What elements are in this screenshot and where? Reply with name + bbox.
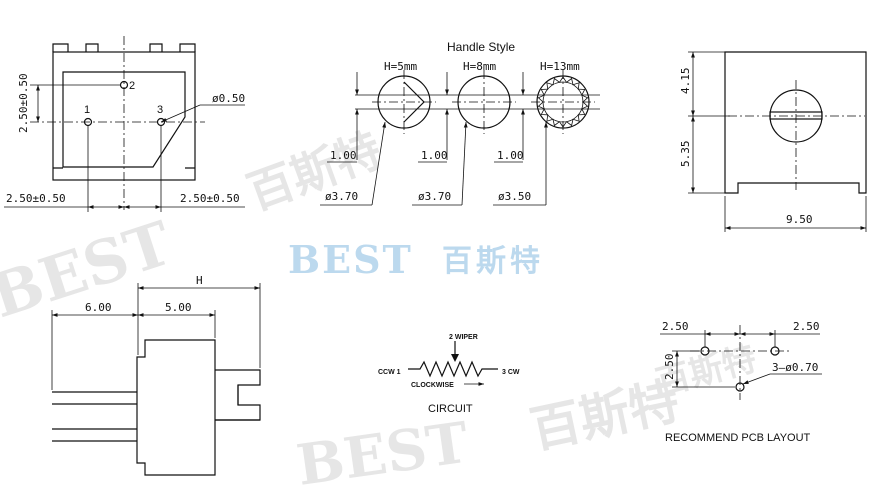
dim-bottom-535: 5.35 [679,141,692,168]
watermark-cn-center: 百斯特 [442,244,544,279]
watermark: BEST 百斯特 百斯特 BEST 百斯特 BEST 百斯特 [0,122,761,485]
handle-style: Handle Style H=5mm H=8mm H=13mm 1.00 1.0… [320,40,600,206]
pcb-hole-label: 3—ø0.70 [772,361,818,374]
dim-h: H [196,274,203,287]
circuit-pin3-label: 3 CW [502,369,520,376]
pcb-layout: 2.50 2.50 2.50 3—ø0.70 RECOMMEND PCB LAY… [660,320,822,444]
handle-h13-dia: ø3.50 [498,190,531,203]
handle-h8-offset: 1.00 [421,149,448,162]
circuit-title: CIRCUIT [428,403,473,415]
dim-500: 5.00 [165,301,192,314]
dim-right-250: 2.50±0.50 [180,192,240,205]
pin-1-label: 1 [84,104,90,116]
dim-width-950: 9.50 [786,213,813,226]
circuit-pin2-label: 2 WIPER [449,334,478,341]
side-view: 6.00 5.00 H [51,274,261,476]
handle-h8-dia: ø3.70 [418,190,451,203]
pcb-dim-vertical: 2.50 [663,354,676,381]
watermark-cn-top: 百斯特 [240,122,388,220]
handle-h5-dia: ø3.70 [325,190,358,203]
handle-h8-label: H=8mm [463,60,496,73]
handle-h5-label: H=5mm [384,60,417,73]
top-view: 2 1 3 2.50±0.50 2.50±0.50 2.50±0.50 ø0.5… [4,36,245,212]
circuit: 2 WIPER CCW 1 3 CW CLOCKWISE CIRCUIT [378,334,520,415]
handle-h5-offset: 1.00 [330,149,357,162]
watermark-brand-bottom: BEST [293,410,473,485]
handle-h13-label: H=13mm [540,60,580,73]
knurl-path [537,76,589,128]
front-view: 4.15 5.35 9.50 [679,51,867,232]
pcb-dim-left: 2.50 [662,320,689,333]
hole-dia-label: ø0.50 [212,92,245,105]
dim-left-250: 2.50±0.50 [6,192,66,205]
circuit-pin1-label: CCW 1 [378,369,401,376]
watermark-brand-center: BEST [288,237,413,282]
dim-top-415: 4.15 [679,68,692,95]
dim-600: 6.00 [85,301,112,314]
pin-3-label: 3 [157,104,163,116]
circuit-direction-label: CLOCKWISE [411,382,454,389]
handle-h13-offset: 1.00 [497,149,524,162]
pin-2-label: 2 [129,80,135,92]
pcb-dim-right: 2.50 [793,320,820,333]
knurl-teeth [537,76,589,128]
dim-vertical-250: 2.50±0.50 [17,73,30,133]
pcb-title: RECOMMEND PCB LAYOUT [665,432,811,444]
handle-style-title: Handle Style [447,40,515,54]
